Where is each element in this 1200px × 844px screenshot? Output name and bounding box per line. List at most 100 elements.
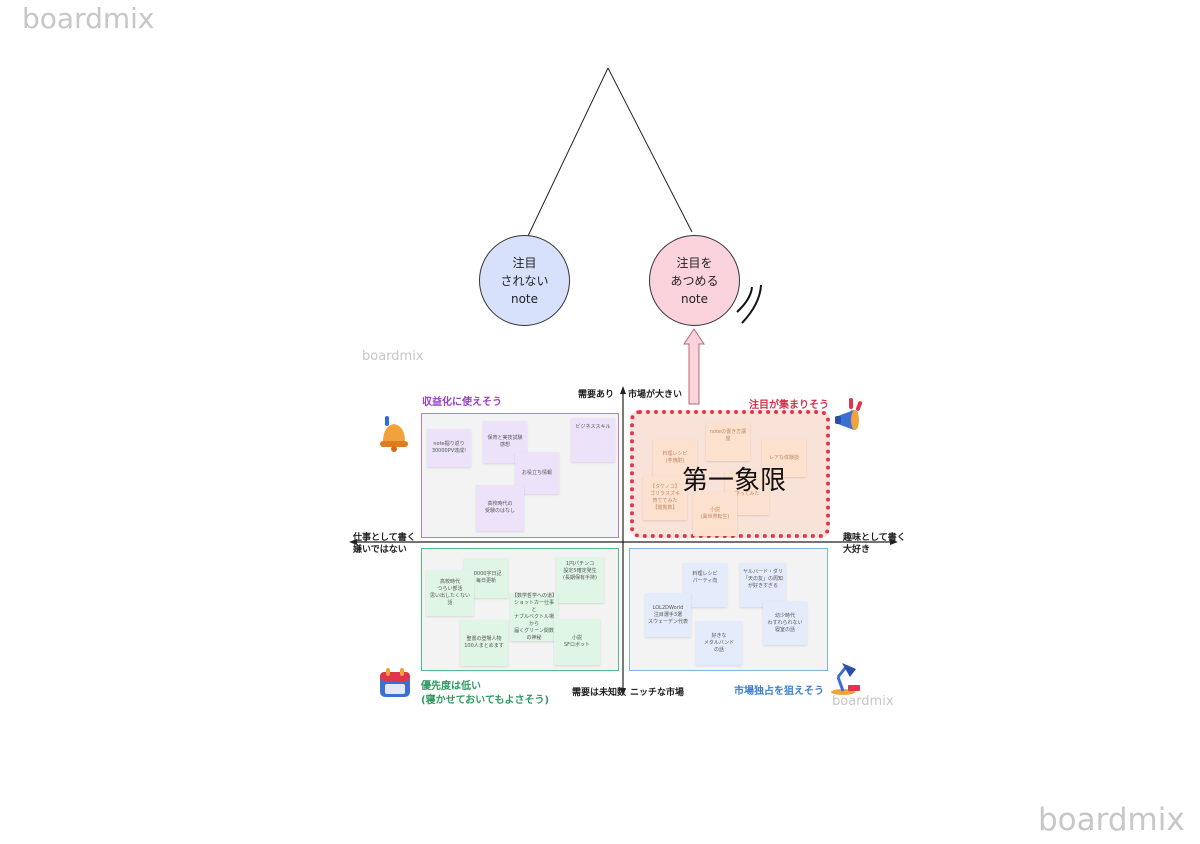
- note-text: が好きすぎる: [747, 583, 778, 589]
- note-text: 幼少時代: [774, 612, 795, 619]
- note-text: 「天の友」の周知: [742, 576, 783, 582]
- axis-label-bottom-right: ニッチな市場: [630, 688, 685, 698]
- calendar-icon: [380, 668, 410, 697]
- note-text: ショットカー仕事と: [513, 599, 554, 613]
- note-text: 保育と実技試験: [487, 435, 523, 441]
- note-text: パーティ向: [692, 578, 718, 584]
- quadrant-title-line: (寝かせておいてもよさそう): [421, 695, 550, 706]
- sticky-note[interactable]: 高校時代つらい部活思い出したくない話: [426, 570, 474, 616]
- axis-label-bottom-left: 需要は未知数: [572, 688, 627, 698]
- sticky-note[interactable]: 幼少時代わすれられない寝室の話: [763, 601, 807, 645]
- megaphone-icon: [835, 398, 863, 430]
- note-text: 料理レシピ: [692, 571, 718, 577]
- sticky-note[interactable]: 【数学哲学への道】 ショットカー仕事と ナブルベクトル場から 届くグリーン関数 …: [510, 593, 558, 641]
- note-text: 1円パチンコ: [565, 561, 595, 567]
- note-text: 作ってみた: [734, 491, 760, 497]
- note-text: noteの書き方講座: [709, 429, 747, 442]
- sticky-note[interactable]: 1円パチンコ設定5確定発生(長期保有手持): [556, 557, 604, 603]
- circle-label: note: [680, 291, 709, 306]
- axis-label-line: 嫌いではない: [353, 545, 407, 555]
- note-text: の神秘: [526, 634, 542, 641]
- note-text: 【閲覧数】: [652, 505, 678, 511]
- note-text: 聖書の登場人物: [466, 636, 502, 642]
- first-quadrant-label: 第一象限: [682, 466, 787, 496]
- axis-label-line: 大好き: [843, 545, 871, 555]
- up-arrow: [683, 328, 705, 405]
- quadrant-title-bottom-right: 市場独占を狙えそう: [734, 686, 824, 697]
- note-text: note掘り返り: [433, 441, 465, 447]
- sticky-note[interactable]: ヤルバード・ダリ「天の友」の周知が好きすぎる: [740, 563, 786, 607]
- note-text: 育ててみた: [652, 498, 678, 504]
- quadrant-bottom-left: 20000字日記毎日更新 1円パチンコ設定5確定発生(長期保有手持) 高校時代つ…: [421, 548, 619, 671]
- note-text: メタルバンド: [703, 639, 735, 646]
- note-text: 届くグリーン関数: [514, 627, 554, 634]
- note-text: 100人まとめます: [464, 643, 504, 649]
- watermark: boardmix: [362, 349, 424, 364]
- sticky-note[interactable]: 【タケノコ】 ゴリラスズキ 育ててみた 【閲覧数】: [643, 476, 687, 520]
- watermark: boardmix: [22, 2, 155, 35]
- watermark: boardmix: [832, 694, 894, 709]
- circle-label: note: [510, 291, 539, 306]
- note-text: 小説: [709, 507, 720, 513]
- note-text: つらい部活: [437, 586, 463, 592]
- note-text: の話: [713, 646, 724, 653]
- axis-label-right: 趣味として書く 大好き: [843, 532, 906, 556]
- note-text: 20000字日記: [470, 571, 502, 577]
- note-text: 毎日更新: [475, 578, 496, 584]
- note-text: SFロボット: [563, 642, 591, 648]
- note-text: 料理レシピ: [662, 451, 688, 457]
- circle-label: されない: [500, 273, 549, 288]
- quadrant-title-bottom-left: 優先度は低い (寝かせておいてもよさそう): [421, 680, 549, 708]
- sticky-note[interactable]: 高校時代の受験のはなし: [476, 485, 524, 531]
- note-text: 高校時代の: [487, 501, 513, 507]
- quadrant-title-line: 優先度は低い: [421, 681, 481, 692]
- note-text: 設定5確定発生: [563, 568, 597, 574]
- note-text: 寝室の話: [774, 626, 795, 633]
- sticky-note[interactable]: 小説(異世界転生): [693, 492, 737, 536]
- note-text: 【数学哲学への道】: [512, 592, 558, 599]
- axis-label-left: 仕事として書く 嫌いではない: [353, 532, 416, 556]
- note-text: 注目選手3選: [653, 611, 683, 618]
- note-text: ヤルバード・ダリ: [742, 569, 783, 575]
- note-text: (長期保有手持): [563, 575, 597, 581]
- axis-label-top-left: 需要あり: [578, 390, 615, 400]
- note-text: わすれられない: [767, 619, 803, 626]
- note-text: お役立ち情報: [521, 469, 552, 476]
- circle-label: あつめる: [670, 273, 719, 288]
- sticky-note[interactable]: レアな体験談: [762, 439, 806, 477]
- desk-lamp-icon: [831, 663, 860, 695]
- sticky-note[interactable]: noteの書き方講座: [706, 423, 750, 461]
- note-text: 思い出したくない話: [429, 593, 470, 606]
- axis-label-line: 仕事として書く: [353, 533, 416, 543]
- note-text: ゴリラスズキ: [650, 491, 680, 497]
- note-text: 30000PV達成!: [431, 448, 467, 454]
- note-text: ナブルベクトル場から: [513, 613, 554, 627]
- sticky-note[interactable]: ビジネススキル: [571, 418, 615, 462]
- quadrant-title-top-left: 収益化に使えそう: [422, 397, 502, 408]
- note-text: LOL2DWorld: [652, 604, 684, 611]
- note-text: 受験のはなし: [484, 508, 515, 514]
- sticky-note[interactable]: 料理レシピ(芋焼酎): [653, 439, 697, 477]
- unnoticed-note-circle: 注目 されない note: [479, 235, 570, 326]
- note-text: (芋焼酎): [665, 458, 685, 464]
- watermark: boardmix: [1038, 802, 1185, 838]
- noticed-note-circle: 注目を あつめる note: [649, 235, 740, 326]
- axis-label-top-right: 市場が大きい: [628, 390, 683, 400]
- axis-label-line: 趣味として書く: [843, 533, 906, 543]
- note-text: 高校時代: [439, 579, 460, 585]
- note-text: レアな体験談: [768, 454, 799, 461]
- note-text: ビジネススキル: [575, 424, 611, 430]
- quadrant-top-right: noteの書き方講座 料理レシピ(芋焼酎) レアな体験談 【タケノコ】 ゴリラス…: [630, 410, 830, 538]
- note-text: 好きな: [711, 632, 727, 639]
- bell-icon: [380, 416, 408, 452]
- note-text: 感想: [499, 442, 510, 448]
- motion-lines-icon: [736, 284, 762, 324]
- quadrant-title-top-right: 注目が集まりそう: [749, 400, 829, 411]
- sticky-note[interactable]: 好きなメタルバンドの話: [696, 621, 742, 665]
- circle-label: 注目: [512, 255, 537, 270]
